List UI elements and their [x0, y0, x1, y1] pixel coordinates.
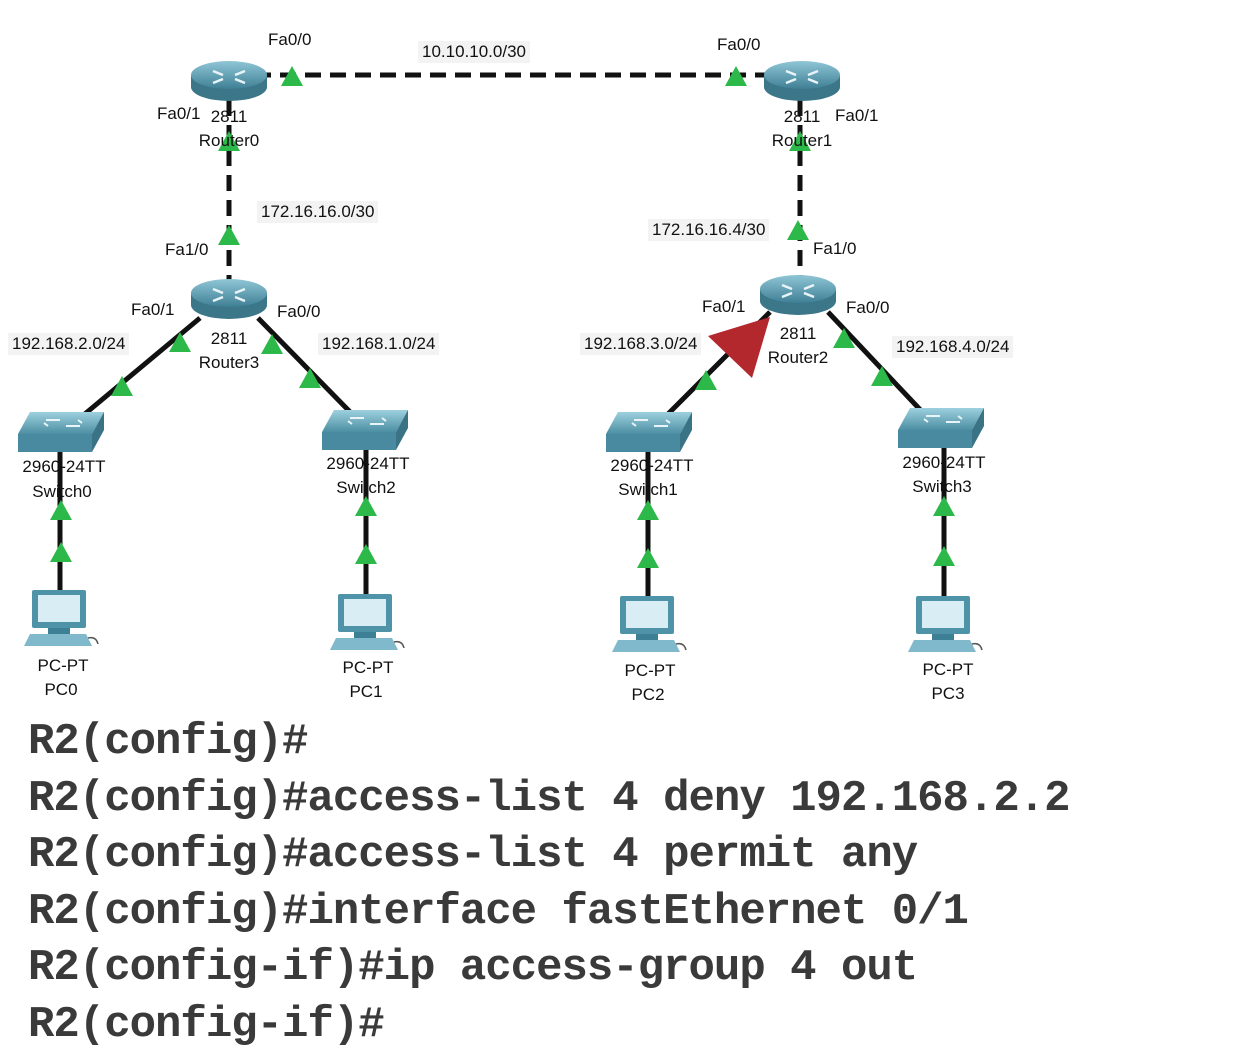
- pc0-name: PC0: [44, 680, 78, 699]
- router2-interface-fa10: Fa1/0: [813, 239, 857, 258]
- link-up-indicator-icon: [833, 328, 855, 348]
- switch3-name: Switch3: [912, 477, 972, 496]
- link-up-indicator-icon: [218, 131, 240, 151]
- pc2-name: PC2: [631, 685, 665, 704]
- link-router3-switch2: [256, 316, 358, 420]
- link-up-indicator-icon: [695, 370, 717, 390]
- link-up-indicator-icon: [933, 496, 955, 516]
- link-up-indicator-icon: [637, 500, 659, 520]
- switch3-model: 2960-24TT: [902, 453, 986, 472]
- router3-icon[interactable]: [191, 279, 267, 319]
- router0-interface-fa01: Fa0/1: [157, 104, 201, 123]
- link-up-indicator-icon: [787, 220, 809, 240]
- router2-icon[interactable]: [760, 275, 836, 315]
- link-up-indicator-icon: [871, 366, 893, 386]
- pc2-icon[interactable]: [612, 596, 687, 652]
- cli-line: R2(config-if)#: [28, 999, 385, 1050]
- link-up-indicator-icon: [789, 131, 811, 151]
- router3-interface-fa01: Fa0/1: [131, 300, 175, 319]
- pc3-icon[interactable]: [908, 596, 983, 652]
- switch2-model: 2960-24TT: [326, 454, 410, 473]
- pc0-icon[interactable]: [24, 590, 99, 646]
- router2-model: 2811: [779, 324, 817, 343]
- link-up-indicator-icon: [218, 225, 240, 245]
- pc1-name: PC1: [349, 682, 383, 701]
- pc2-model: PC-PT: [624, 661, 676, 680]
- router3-model: 2811: [210, 329, 248, 348]
- router3-interface-fa00: Fa0/0: [277, 302, 321, 321]
- switch3-icon[interactable]: [898, 408, 984, 448]
- pc3-model: PC-PT: [922, 660, 974, 679]
- router1-model: 2811: [783, 107, 821, 126]
- pc1-model: PC-PT: [342, 658, 394, 677]
- router1-interface-fa01: Fa0/1: [835, 106, 879, 125]
- switch2-name: Switch2: [336, 478, 396, 497]
- switch0-model: 2960-24TT: [22, 457, 106, 476]
- subnet-label-r2-right: 192.168.4.0/24: [892, 336, 1014, 358]
- cli-line: R2(config)#access-list 4 permit any: [28, 830, 918, 880]
- router0-icon[interactable]: [191, 61, 267, 101]
- router3-interface-fa10: Fa1/0: [165, 240, 209, 259]
- router2-interface-fa01: Fa0/1: [702, 297, 746, 316]
- link-up-indicator-icon: [50, 542, 72, 562]
- link-up-indicator-icon: [111, 376, 133, 396]
- link-up-indicator-icon: [933, 546, 955, 566]
- router0-model: 2811: [210, 107, 248, 126]
- cli-line: R2(config)#access-list 4 deny 192.168.2.…: [28, 773, 1071, 824]
- switch0-name: Switch0: [32, 482, 92, 501]
- subnet-label-r2-left: 192.168.3.0/24: [580, 333, 702, 355]
- router0-name: Router0: [198, 131, 260, 150]
- link-up-indicator-icon: [169, 332, 191, 352]
- link-up-indicator-icon: [355, 544, 377, 564]
- pc3-name: PC3: [931, 684, 965, 703]
- switch1-name: Switch1: [618, 480, 678, 499]
- subnet-label-left-link: 172.16.16.0/30: [257, 201, 379, 223]
- subnet-label-r3-right: 192.168.1.0/24: [318, 333, 440, 355]
- network-topology: [18, 61, 984, 652]
- subnet-label-right-link: 172.16.16.4/30: [648, 219, 770, 241]
- router1-name: Router1: [771, 131, 833, 150]
- link-router2-switch3: [826, 310, 930, 420]
- subnet-label-wan: 10.10.10.0/30: [418, 41, 530, 63]
- pc0-model: PC-PT: [37, 656, 89, 675]
- cli-transcript: R2(config)# R2(config)#access-list 4 den…: [28, 714, 1071, 1053]
- router2-name: Router2: [767, 348, 829, 367]
- link-up-indicator-icon: [355, 496, 377, 516]
- switch0-icon[interactable]: [18, 412, 104, 452]
- acl-marker-icon: [708, 317, 770, 378]
- link-up-indicator-icon: [50, 500, 72, 520]
- link-up-indicator-icon: [261, 334, 283, 354]
- cli-line: R2(config)#interface fastEthernet 0/1: [28, 886, 969, 937]
- router1-interface-fa00: Fa0/0: [717, 35, 761, 54]
- cli-line: R2(config)#: [28, 717, 308, 767]
- cli-line: R2(config-if)#ip access-group 4 out: [28, 943, 918, 993]
- link-indicators: [50, 66, 955, 568]
- pc1-icon[interactable]: [330, 594, 405, 650]
- switch1-model: 2960-24TT: [610, 456, 694, 475]
- link-up-indicator-icon: [281, 66, 303, 86]
- switch1-icon[interactable]: [606, 412, 692, 452]
- switch2-icon[interactable]: [322, 410, 408, 450]
- link-up-indicator-icon: [299, 368, 321, 388]
- link-up-indicator-icon: [725, 66, 747, 86]
- router0-interface-fa00: Fa0/0: [268, 30, 312, 49]
- link-up-indicator-icon: [637, 548, 659, 568]
- router2-interface-fa00: Fa0/0: [846, 298, 890, 317]
- router1-icon[interactable]: [764, 61, 840, 101]
- subnet-label-r3-left: 192.168.2.0/24: [8, 333, 130, 355]
- router3-name: Router3: [198, 353, 260, 372]
